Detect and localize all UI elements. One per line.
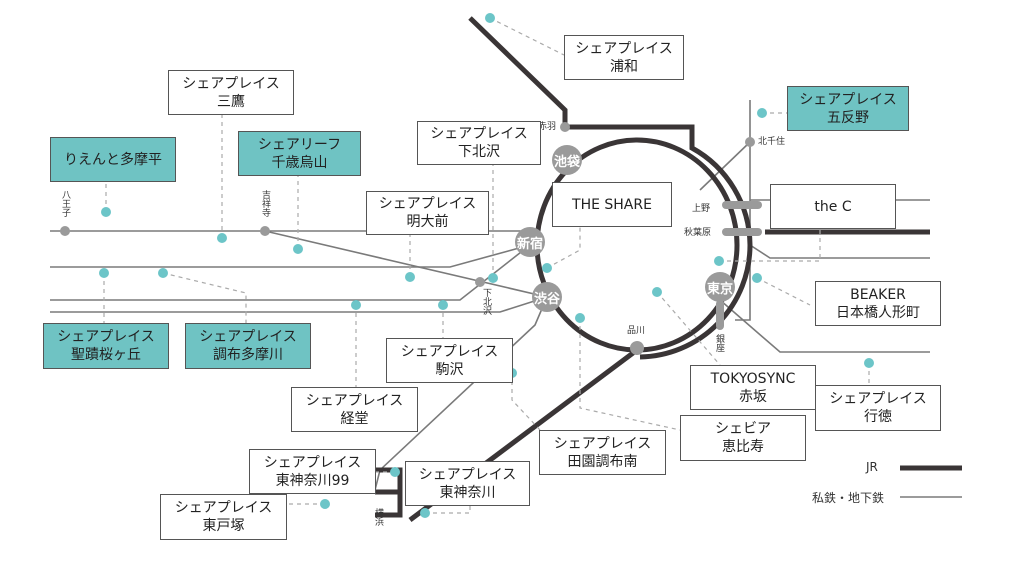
property-shevia-ebisu[interactable]: シェビア恵比寿 [680,415,806,461]
property-the-c[interactable]: the C [770,184,896,229]
tozai-line [749,244,930,259]
station-ikebukuro: 池袋 [552,145,582,175]
station-kitasenju: 北千住 [758,137,786,147]
station-kichijoji: 吉祥寺 [260,190,270,217]
tx-line [699,141,751,191]
station-shinagawa: 品川 [627,326,646,336]
property-dots [99,13,874,518]
station-akabane: 赤羽 [538,122,557,132]
property-kyodo[interactable]: シェアプレイス経堂 [291,387,418,432]
property-higashitotsuka[interactable]: シェアプレイス東戸塚 [160,494,287,540]
property-chitose-karasuyama[interactable]: シェアリーフ千歳烏山 [238,131,361,176]
denentoshi-line [50,296,548,313]
station-tokyo: 東京 [705,272,735,302]
station-ueno: 上野 [692,204,711,214]
station-shinjuku: 新宿 [515,227,545,257]
yokosuka-line [375,467,403,518]
station-hachioji: 八王子 [60,190,70,217]
station-markers [60,122,762,355]
legend-private-label: 私鉄・地下鉄 [812,491,885,505]
station-akihabara: 秋葉原 [684,228,712,238]
hibiya-line [735,100,751,321]
property-gyotoku[interactable]: シェアプレイス行徳 [815,385,941,431]
asakusa-line [719,299,930,353]
legend-jr-label: JR [866,460,878,474]
property-shimokitazawa[interactable]: シェアプレイス下北沢 [417,121,541,165]
property-denenchofu-minami[interactable]: シェアプレイス田園調布南 [539,430,666,475]
station-yokohama: 横浜 [373,508,383,526]
property-seiseki-sakuragaoka[interactable]: シェアプレイス聖蹟桜ヶ丘 [43,323,169,369]
property-chofu-tamagawa[interactable]: シェアプレイス調布多摩川 [185,323,311,369]
saikyo-line [468,16,753,360]
property-komazawa[interactable]: シェアプレイス駒沢 [386,338,513,383]
property-higashikanagawa-99[interactable]: シェアプレイス東神奈川99 [249,449,376,494]
property-mitaka[interactable]: シェアプレイス三鷹 [168,70,294,115]
property-urawa[interactable]: シェアプレイス浦和 [564,35,684,80]
property-gotanno[interactable]: シェアプレイス五反野 [787,86,909,131]
property-rient-tamadaira[interactable]: りえんと多摩平 [50,137,176,182]
odakyu-line [50,244,531,301]
keio-line [50,244,531,268]
station-shimokitazawa: 下北沢 [481,288,491,315]
property-meidaimae[interactable]: シェアプレイス明大前 [366,191,489,235]
inokashira-line [264,230,548,298]
property-the-share[interactable]: THE SHARE [552,182,672,227]
property-higashikanagawa[interactable]: シェアプレイス東神奈川 [405,461,530,506]
station-shibuya: 渋谷 [532,282,562,312]
station-ginza: 銀座 [714,334,724,352]
